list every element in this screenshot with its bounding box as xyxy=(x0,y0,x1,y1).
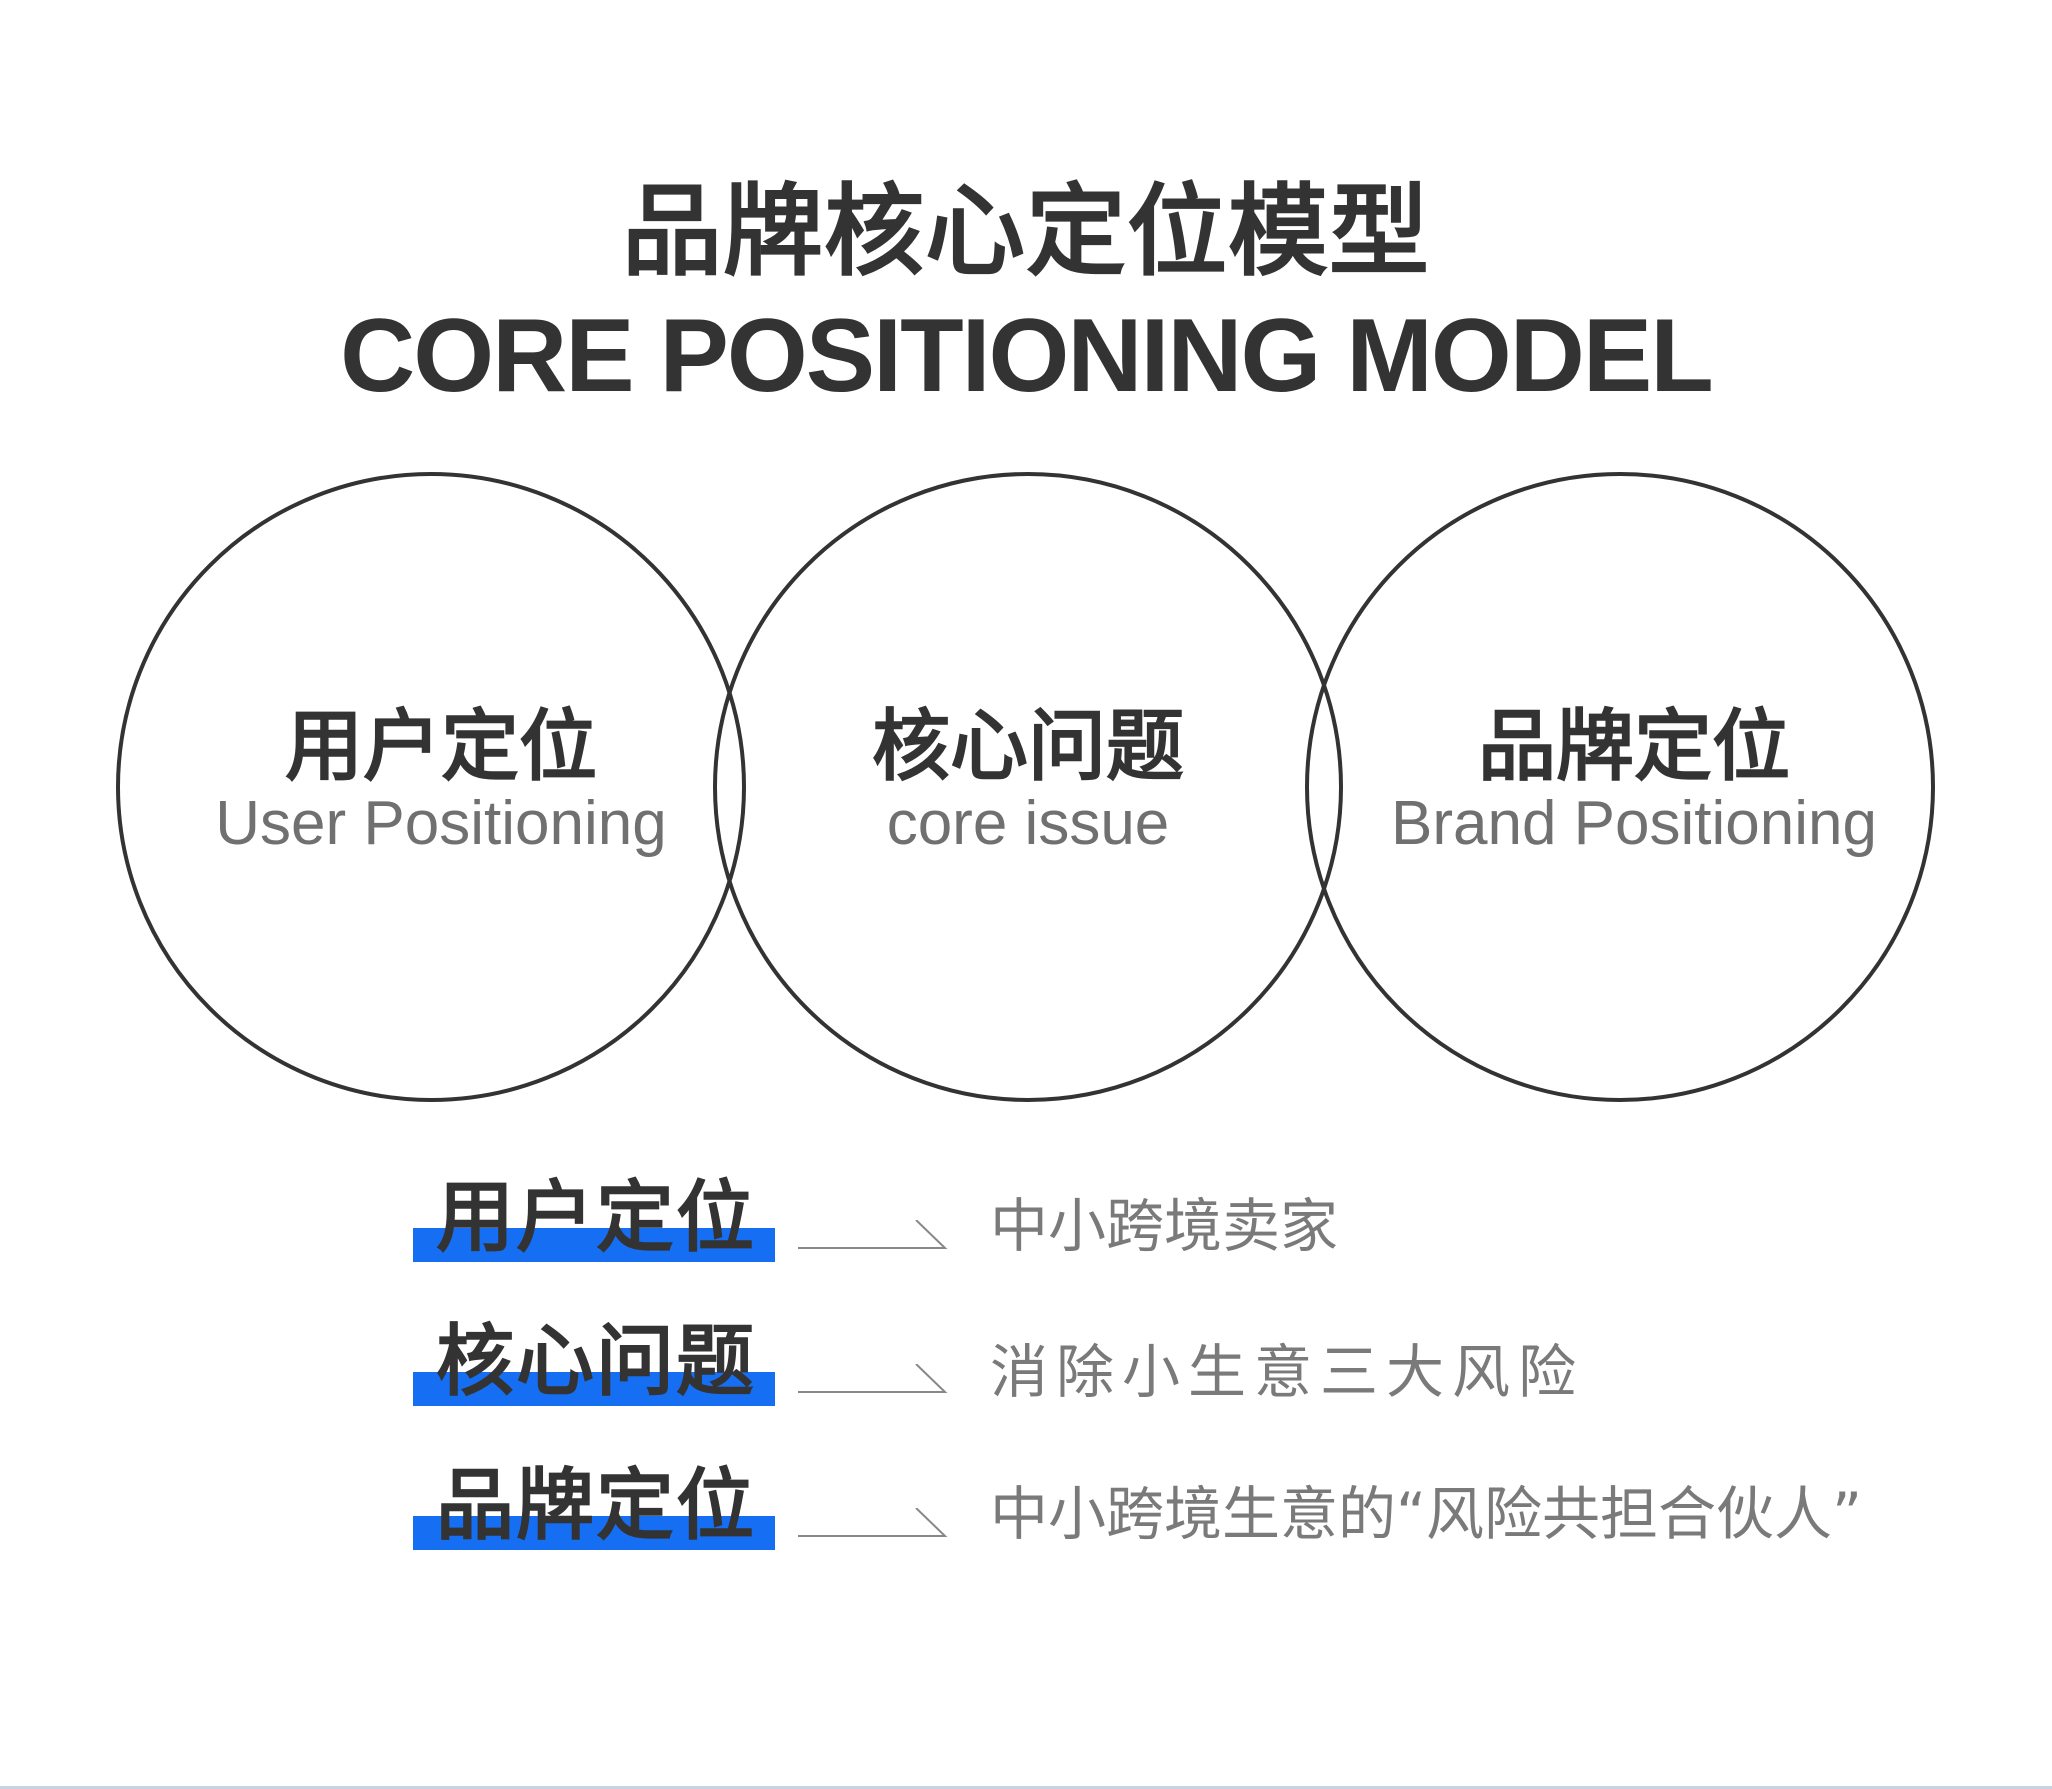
circle-label-en: core issue xyxy=(886,789,1170,858)
highlight-bar xyxy=(413,1228,775,1262)
list-item: 用户定位 中小跨境卖家 xyxy=(0,1170,2052,1280)
list-item-key: 品牌定位 xyxy=(436,1461,757,1551)
arrow-right-icon xyxy=(798,1508,948,1537)
circle-user-positioning xyxy=(116,472,746,1102)
list-item-value: 中小跨境生意的“风险共担合伙人” xyxy=(990,1480,1863,1548)
circle-brand-positioning xyxy=(1305,472,1935,1102)
circle-label-en: User Positioning xyxy=(215,789,667,858)
arrow-right-icon xyxy=(798,1364,948,1393)
circle-core-issue xyxy=(713,472,1343,1102)
circle-label-core: 核心问题 core issue xyxy=(718,702,1338,860)
list-item-value: 消除小生意三大风险 xyxy=(990,1338,1585,1406)
list-item-key: 核心问题 xyxy=(436,1317,757,1407)
list-item-key: 用户定位 xyxy=(436,1173,757,1263)
circle-label-cn: 核心问题 xyxy=(871,702,1184,792)
bottom-divider xyxy=(0,1786,2052,1789)
list-item-value: 中小跨境卖家 xyxy=(990,1192,1339,1260)
page-title-en: CORE POSITIONING MODEL xyxy=(340,298,1714,414)
highlight-bar xyxy=(413,1372,775,1406)
page-title-cn: 品牌核心定位模型 xyxy=(622,173,1430,290)
circle-label-brand: 品牌定位 Brand Positioning xyxy=(1324,702,1944,860)
circle-label-en: Brand Positioning xyxy=(1391,789,1877,858)
circle-label-cn: 用户定位 xyxy=(284,702,597,792)
circle-label-user: 用户定位 User Positioning xyxy=(131,702,751,860)
arrow-right-icon xyxy=(798,1220,948,1249)
list-item: 核心问题 消除小生意三大风险 xyxy=(0,1314,2052,1424)
circle-label-cn: 品牌定位 xyxy=(1477,702,1790,792)
highlight-bar xyxy=(413,1516,775,1550)
list-item: 品牌定位 中小跨境生意的“风险共担合伙人” xyxy=(0,1458,2052,1568)
